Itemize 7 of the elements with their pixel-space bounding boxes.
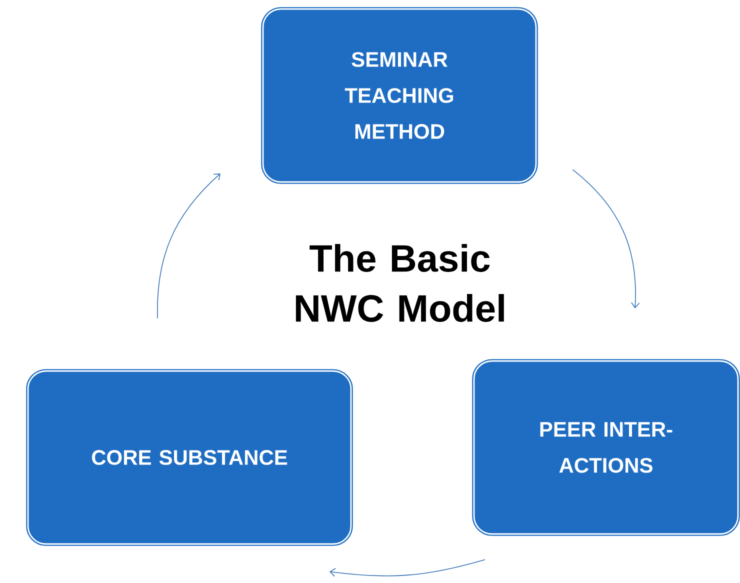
title: The Basic NWC Model: [296, 244, 504, 322]
arrow: [572, 169, 640, 308]
arrow: [157, 174, 220, 319]
process-box: CORE SUBSTANCE: [26, 369, 353, 546]
process-box: PEER INTER-ACTIONS: [472, 359, 740, 536]
arrow: [330, 559, 486, 577]
process-box: SEMINAR TEACHING METHOD: [261, 7, 538, 184]
